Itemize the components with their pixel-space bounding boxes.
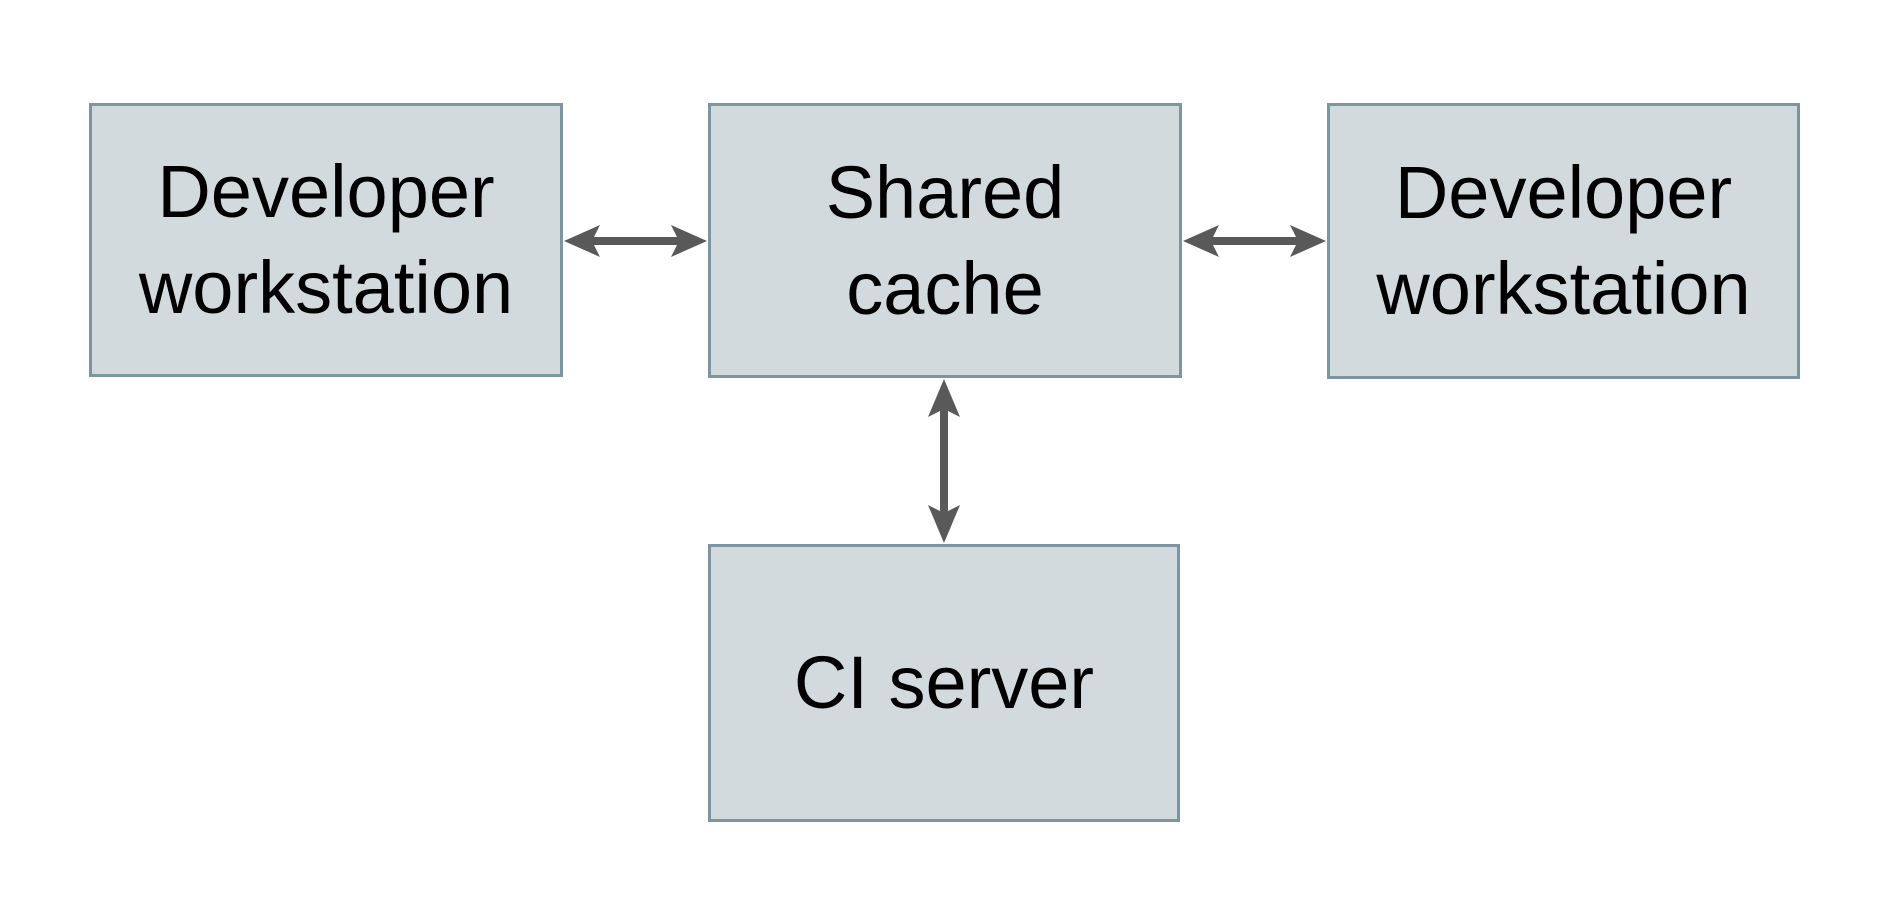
bidirectional-arrow-left-icon xyxy=(564,225,707,257)
node-developer-workstation-left: Developer workstation xyxy=(89,103,563,377)
node-label-line: workstation xyxy=(138,246,514,329)
node-label-line: CI server xyxy=(793,641,1095,724)
node-ci-server: CI server xyxy=(708,544,1180,822)
node-label-line: cache xyxy=(846,246,1044,330)
node-developer-workstation-right: Developer workstation xyxy=(1327,103,1800,379)
node-label-line: Shared xyxy=(825,150,1065,234)
node-label-line: workstation xyxy=(1376,247,1751,330)
bidirectional-arrow-right-icon xyxy=(1183,225,1326,257)
node-label-line: Developer xyxy=(157,150,495,233)
bidirectional-arrow-vertical-icon xyxy=(928,379,960,543)
node-label-line: Developer xyxy=(1394,151,1733,234)
node-shared-cache: Shared cache xyxy=(708,103,1182,378)
